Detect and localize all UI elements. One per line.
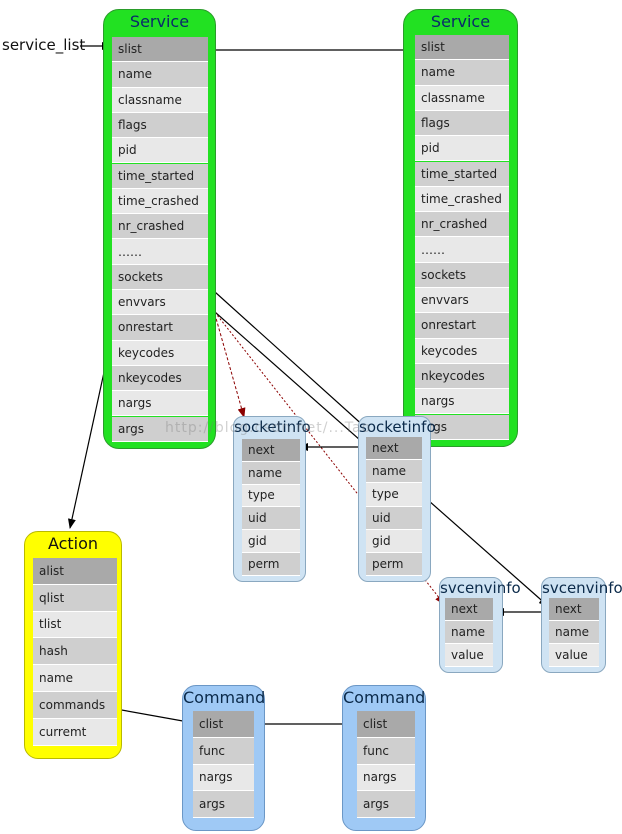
field-name: name <box>366 460 422 484</box>
field-: …… <box>112 239 208 265</box>
field-classname: classname <box>112 87 208 113</box>
field-perm: perm <box>366 553 422 577</box>
field-flags: flags <box>112 112 208 139</box>
field-name: name <box>415 60 509 86</box>
service-list-label: service_list <box>2 36 86 54</box>
watermark-text: http://blog.csdn.net/...Tao <box>165 420 372 436</box>
field-classname: classname <box>415 85 509 111</box>
field-next: next <box>242 439 300 462</box>
box-title: Command <box>343 688 426 707</box>
field-perm: perm <box>242 553 300 576</box>
field-gid: gid <box>242 530 300 553</box>
field-sockets: sockets <box>112 264 208 290</box>
field-envvars: envvars <box>112 290 208 316</box>
field-slist: slist <box>112 37 208 63</box>
field-slist: slist <box>415 35 509 61</box>
box-title: Action <box>47 534 99 553</box>
field-args: args <box>193 791 254 819</box>
field-tlist: tlist <box>33 611 117 639</box>
field-name: name <box>112 62 208 88</box>
box-title: socketinfo <box>359 418 436 436</box>
box-title: Service <box>129 12 190 31</box>
field-name: name <box>549 621 599 644</box>
sockets-link <box>204 282 377 438</box>
field-keycodes: keycodes <box>112 340 208 366</box>
field-nargs: nargs <box>193 764 254 792</box>
envvars-dashed-link <box>209 305 445 605</box>
field-next: next <box>549 598 599 621</box>
field-curremt: curremt <box>33 718 117 746</box>
field-args: args <box>357 791 415 819</box>
field-nargs: nargs <box>112 391 208 417</box>
field-nrcrashed: nr_crashed <box>415 212 509 238</box>
field-timecrashed: time_crashed <box>415 186 509 213</box>
box-title: socketinfo <box>234 418 311 436</box>
field-sockets: sockets <box>415 262 509 288</box>
field-name: name <box>242 461 300 485</box>
field-uid: uid <box>366 506 422 530</box>
field-pid: pid <box>112 138 208 164</box>
field-next: next <box>366 437 422 461</box>
field-nkeycodes: nkeycodes <box>112 365 208 392</box>
field-timecrashed: time_crashed <box>112 188 208 215</box>
field-args: args <box>112 416 208 442</box>
box-title: Command <box>183 688 266 707</box>
box-title: svcenvinfo <box>542 579 622 597</box>
field-pid: pid <box>415 136 509 162</box>
field-clist: clist <box>357 711 415 738</box>
field-type: type <box>242 484 300 508</box>
field-nargs: nargs <box>415 389 509 415</box>
field-clist: clist <box>193 711 254 738</box>
field-flags: flags <box>415 110 509 137</box>
field-timestarted: time_started <box>112 163 208 189</box>
field-name: name <box>33 665 117 692</box>
commands-link <box>115 708 195 726</box>
field-nkeycodes: nkeycodes <box>415 363 509 390</box>
field-name: name <box>445 621 493 644</box>
field-timestarted: time_started <box>415 161 509 187</box>
field-commands: commands <box>33 692 117 719</box>
box-title: svcenvinfo <box>440 579 521 597</box>
field-func: func <box>193 737 254 765</box>
field-onrestart: onrestart <box>112 315 208 341</box>
field-value: value <box>549 644 599 667</box>
field-value: value <box>445 644 493 667</box>
field-type: type <box>366 483 422 507</box>
field-envvars: envvars <box>415 288 509 314</box>
field-uid: uid <box>242 507 300 531</box>
field-nargs: nargs <box>357 764 415 792</box>
field-alist: alist <box>33 558 117 585</box>
field-: …… <box>415 237 509 263</box>
field-hash: hash <box>33 638 117 666</box>
field-func: func <box>357 737 415 765</box>
field-next: next <box>445 598 493 621</box>
field-onrestart: onrestart <box>415 313 509 339</box>
field-nrcrashed: nr_crashed <box>112 214 208 240</box>
field-keycodes: keycodes <box>415 338 509 364</box>
field-qlist: qlist <box>33 584 117 612</box>
box-title: Service <box>430 12 491 31</box>
field-gid: gid <box>366 529 422 553</box>
